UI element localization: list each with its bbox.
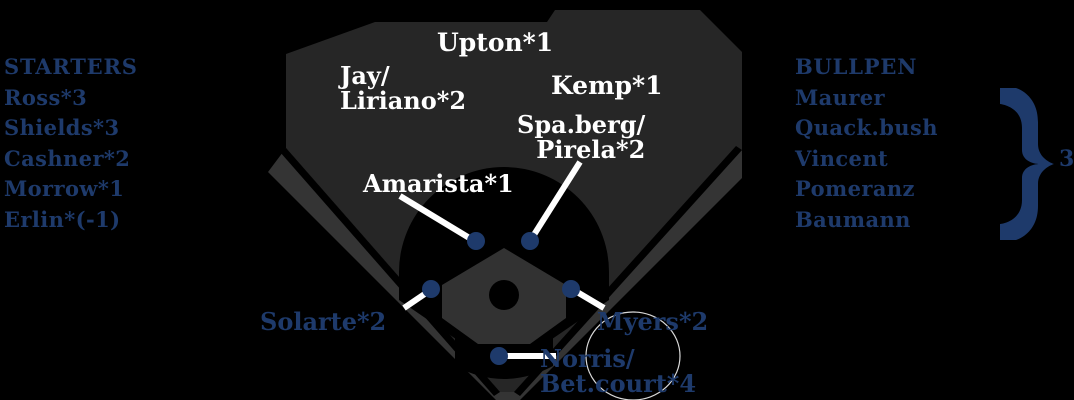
- label-shortstop: Amarista*1: [363, 169, 514, 198]
- position-marker-second-base: [521, 232, 539, 250]
- label-left-field-line1: Jay/: [340, 61, 390, 90]
- label-third-base-line1: Solarte*2: [260, 307, 387, 336]
- label-first-base: Myers*2: [597, 307, 709, 336]
- bullpen-item: Maurer: [795, 84, 886, 110]
- bullpen-item: Quack.bush: [795, 115, 938, 140]
- bullpen-list: BULLPEN Maurer Quack.bush Vincent Pomera…: [795, 52, 938, 235]
- label-center-field: Upton*1: [437, 30, 553, 56]
- bullpen-item: Vincent: [795, 145, 889, 171]
- leader-line-second-base: [527, 160, 583, 243]
- position-marker-catcher: [490, 347, 508, 365]
- starters-item: Erlin*(-1): [4, 206, 121, 232]
- bullpen-brace: [992, 88, 1074, 240]
- starters-header: STARTERS: [4, 54, 138, 79]
- label-left-field: Jay/ Liriano*2: [340, 61, 467, 115]
- label-catcher: Norris/ Bet.court*4: [540, 344, 697, 398]
- label-left-field-line2: Liriano*2: [340, 85, 467, 115]
- bullpen-header: BULLPEN: [795, 54, 918, 79]
- brace-icon: [1000, 88, 1054, 240]
- label-catcher-line2: Bet.court*4: [540, 368, 697, 398]
- label-center-field-line1: Upton*1: [437, 28, 554, 57]
- bullpen-item: Baumann: [795, 206, 911, 232]
- bullpen-item: Pomeranz: [795, 176, 915, 201]
- label-third-base: Solarte*2: [260, 307, 387, 336]
- position-marker-shortstop: [467, 232, 485, 250]
- position-marker-first-base: [562, 280, 580, 298]
- label-second-base: Spa.berg/ Pirela*2: [517, 110, 646, 164]
- foul-line-right: [514, 146, 742, 396]
- label-second-base-line2: Pirela*2: [536, 134, 646, 164]
- pitchers-mound: [489, 280, 519, 310]
- label-right-field-line1: Kemp*1: [551, 71, 663, 100]
- label-catcher-line1: Norris/: [540, 344, 635, 373]
- starters-item: Cashner*2: [4, 145, 131, 171]
- leader-line-shortstop: [398, 193, 478, 245]
- foul-line-left: [280, 148, 500, 396]
- label-second-base-line1: Spa.berg/: [517, 110, 646, 139]
- starters-item: Shields*3: [4, 115, 120, 140]
- label-right-field: Kemp*1: [551, 73, 663, 99]
- label-first-base-line1: Myers*2: [597, 307, 709, 336]
- starters-item: Morrow*1: [4, 176, 125, 201]
- catcher-highlight-ring: [585, 311, 681, 400]
- bullpen-brace-count: 3: [1059, 146, 1074, 172]
- starters-list: STARTERS Ross*3 Shields*3 Cashner*2 Morr…: [4, 52, 138, 235]
- starters-item: Ross*3: [4, 84, 88, 110]
- label-shortstop-line1: Amarista*1: [363, 169, 514, 198]
- position-marker-third-base: [422, 280, 440, 298]
